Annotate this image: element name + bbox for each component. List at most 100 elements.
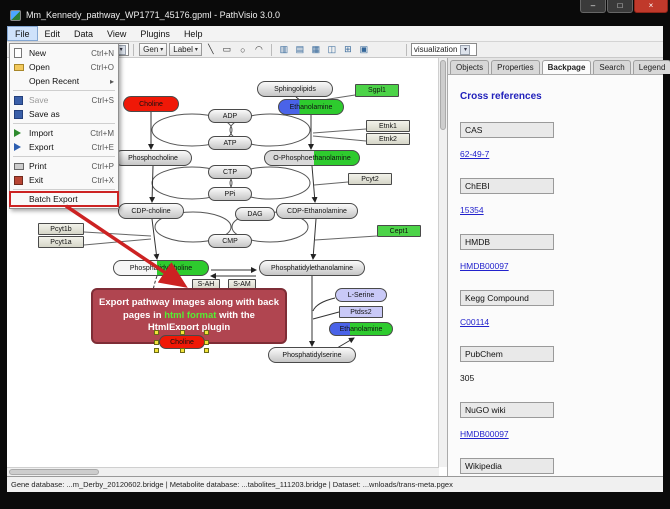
vertical-scrollbar[interactable] <box>438 58 447 467</box>
tab-backpage[interactable]: Backpage <box>541 60 592 74</box>
xref-id-link[interactable]: 62-49-7 <box>460 149 490 159</box>
file-menu-item-print[interactable]: Print Ctrl+P <box>10 159 118 173</box>
pathway-node-choline[interactable]: Choline <box>123 96 179 112</box>
shortcut-label: Ctrl+P <box>91 161 114 171</box>
pathway-node-etnk1[interactable]: Etnk1 <box>366 120 410 132</box>
close-button[interactable]: × <box>634 0 668 13</box>
pathway-node-sgpl1[interactable]: Sgpl1 <box>355 83 399 97</box>
menu-file[interactable]: File <box>7 26 38 41</box>
pathway-node-adp[interactable]: ADP <box>208 109 252 123</box>
selection-handle[interactable] <box>204 348 209 353</box>
scrollbar-thumb[interactable] <box>440 60 446 130</box>
file-menu-item-exit[interactable]: Exit Ctrl+X <box>10 173 118 187</box>
menu-data[interactable]: Data <box>74 28 94 39</box>
pathway-node-etnk2[interactable]: Etnk2 <box>366 133 410 145</box>
pathway-node-phosphocholine[interactable]: Phosphocholine <box>114 150 192 166</box>
pathway-node-phosphatidylethanolamine[interactable]: Phosphatidylethanolamine <box>259 260 365 276</box>
pathway-node-dag[interactable]: DAG <box>235 207 275 221</box>
minimize-button[interactable]: – <box>580 0 606 13</box>
xref-id-link[interactable]: HMDB00097 <box>460 261 509 271</box>
rectangle-tool-icon[interactable] <box>220 43 234 56</box>
pathway-node-pcyt1b[interactable]: Pcyt1b <box>38 223 84 235</box>
shortcut-label: Ctrl+O <box>90 62 114 72</box>
selection-handle[interactable] <box>154 339 159 345</box>
pathway-node-ctp[interactable]: CTP <box>208 165 252 179</box>
pathway-node-cdp-choline[interactable]: CDP-choline <box>118 203 184 219</box>
pathway-node-atp[interactable]: ATP <box>208 136 252 150</box>
xref-id-link[interactable]: HMDB00097 <box>460 429 509 439</box>
file-menu-item-batch-export[interactable]: Batch Export <box>9 191 119 207</box>
file-menu-item-open-recent[interactable]: Open Recent▸ <box>10 74 118 88</box>
tab-objects[interactable]: Objects <box>450 60 490 74</box>
horizontal-scrollbar[interactable] <box>7 467 439 476</box>
annotation-text: HtmlExport plugin <box>147 322 231 334</box>
new-document-icon <box>14 48 29 58</box>
common-size-icon[interactable] <box>357 43 371 56</box>
pathway-node-pcyt2[interactable]: Pcyt2 <box>348 173 392 185</box>
exit-icon <box>14 175 29 185</box>
pathway-node-ethanolamine[interactable]: Ethanolamine <box>278 99 344 115</box>
save-icon <box>14 95 29 105</box>
visualization-combobox[interactable]: visualization ▾ <box>410 43 477 56</box>
file-menu-item-label: Print <box>29 161 47 171</box>
arc-tool-icon[interactable] <box>252 43 266 56</box>
tab-legend[interactable]: Legend <box>632 60 670 74</box>
pathway-node-ethanolamine[interactable]: Ethanolamine <box>329 322 393 336</box>
pathway-canvas[interactable]: Export pathway images along with back pa… <box>7 58 439 467</box>
stack-icon[interactable] <box>341 43 355 56</box>
pathway-node-phosphatidylcholine[interactable]: Phosphatidylcholine <box>113 260 209 276</box>
file-menu-item-label: Exit <box>29 175 44 185</box>
selection-handle[interactable] <box>154 348 159 353</box>
align-center-icon[interactable] <box>293 43 307 56</box>
menu-help[interactable]: Help <box>183 28 203 39</box>
file-menu-item-label: Save as <box>29 109 60 119</box>
oval-tool-icon[interactable] <box>236 43 250 56</box>
selection-handle[interactable] <box>204 339 209 345</box>
align-right-icon[interactable] <box>309 43 323 56</box>
line-tool-icon[interactable] <box>204 43 218 56</box>
file-menu-item-save-as[interactable]: Save as <box>10 107 118 121</box>
maximize-button[interactable]: □ <box>607 0 633 13</box>
pathway-node-pcyt1a[interactable]: Pcyt1a <box>38 236 84 248</box>
menu-view[interactable]: View <box>107 28 127 39</box>
export-icon <box>14 143 29 151</box>
selection-handle[interactable] <box>154 330 159 335</box>
pathway-node-cept1[interactable]: Cept1 <box>377 225 421 237</box>
selection-handle[interactable] <box>179 330 185 335</box>
pathway-node-sphingolipids[interactable]: Sphingolipids <box>257 81 333 97</box>
shortcut-label: Ctrl+E <box>91 142 114 152</box>
selection-handle[interactable] <box>204 330 209 335</box>
pathway-node-ptdss2[interactable]: Ptdss2 <box>339 306 383 318</box>
pathway-node-o-phosphoethanolamine[interactable]: O-Phosphoethanolamine <box>264 150 360 166</box>
add-gene-product-button[interactable]: Gen ▾ <box>139 43 168 56</box>
xref-id-link[interactable]: C00114 <box>460 317 490 327</box>
pathway-node-phosphatidylserine[interactable]: Phosphatidylserine <box>268 347 356 363</box>
tab-properties[interactable]: Properties <box>491 60 540 74</box>
pathway-node-choline[interactable]: Choline <box>159 335 205 349</box>
menu-plugins[interactable]: Plugins <box>140 28 170 39</box>
shortcut-label: Ctrl+X <box>91 175 114 185</box>
pathway-node-cmp[interactable]: CMP <box>208 234 252 248</box>
align-left-icon[interactable] <box>277 43 291 56</box>
pathway-node-ppi[interactable]: PPi <box>208 187 252 201</box>
align-top-icon[interactable] <box>325 43 339 56</box>
label-button-label: Label <box>173 45 193 54</box>
pathway-node-cdp-ethanolamine[interactable]: CDP-Ethanolamine <box>276 203 358 219</box>
scrollbar-thumb[interactable] <box>9 469 99 475</box>
tab-search[interactable]: Search <box>593 60 631 74</box>
add-label-button[interactable]: Label ▾ <box>169 43 202 56</box>
pathway-node-l-serine[interactable]: L-Serine <box>335 288 387 302</box>
selection-handle[interactable] <box>179 348 185 353</box>
xref-id-link[interactable]: 15354 <box>460 205 484 215</box>
menu-edit[interactable]: Edit <box>44 28 61 39</box>
